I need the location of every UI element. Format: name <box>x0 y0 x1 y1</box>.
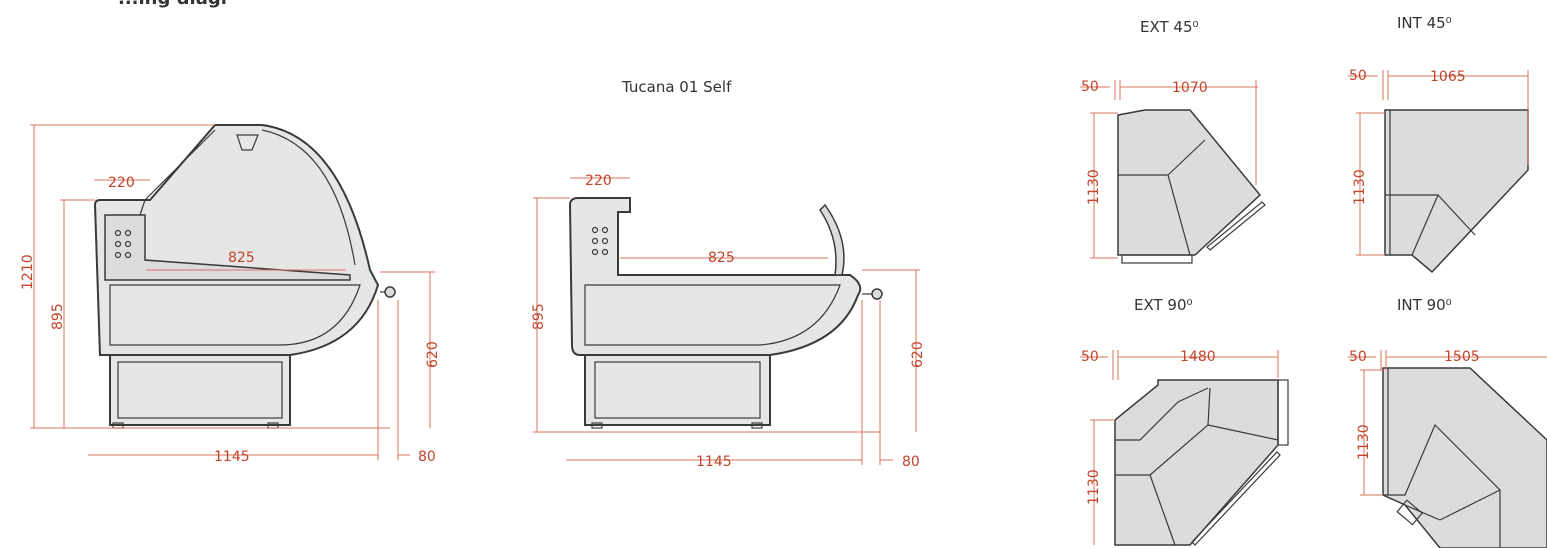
dim-ext45-width: 1070 <box>1172 80 1208 96</box>
dim-ext90-width: 1480 <box>1180 349 1216 365</box>
cabinet-self-service <box>568 197 883 429</box>
dim-left-counter: 620 <box>425 341 441 368</box>
dim-self-width: 1145 <box>696 454 732 470</box>
dim-int45-height: 1130 <box>1352 169 1368 205</box>
dim-int45-width: 1065 <box>1430 69 1466 85</box>
dim-self-shelf: 220 <box>585 173 612 189</box>
corner-ext90 <box>1080 350 1289 546</box>
cabinet-serve-over <box>93 124 396 429</box>
section-heading: ...ing diagr <box>118 0 230 9</box>
dimensions-left <box>30 124 435 460</box>
view-title-self: Tucana 01 Self <box>622 78 732 96</box>
corner-title-int45: INT 45⁰ <box>1397 14 1452 32</box>
dim-left-shelf: 220 <box>108 175 135 191</box>
dim-int90-side: 50 <box>1349 349 1367 365</box>
dim-ext90-height: 1130 <box>1086 469 1102 505</box>
corner-int90 <box>1348 350 1547 548</box>
dim-ext45-side: 50 <box>1081 79 1099 95</box>
dim-ext45-height: 1130 <box>1086 169 1102 205</box>
dim-left-total-height: 1210 <box>20 254 36 290</box>
dim-self-depth: 80 <box>902 454 920 470</box>
dim-self-inner: 825 <box>708 250 735 266</box>
dim-left-height: 895 <box>50 303 66 330</box>
dim-self-height: 895 <box>531 303 547 330</box>
corner-title-ext90: EXT 90⁰ <box>1134 296 1193 314</box>
dim-self-counter: 620 <box>910 341 926 368</box>
dimensions-self <box>533 177 920 465</box>
corner-int45 <box>1348 70 1529 274</box>
dim-int90-height: 1130 <box>1356 424 1372 460</box>
dim-int90-width: 1505 <box>1444 349 1480 365</box>
dim-left-width: 1145 <box>214 449 250 465</box>
corner-ext45 <box>1080 80 1266 264</box>
dim-left-depth: 80 <box>418 449 436 465</box>
dim-int45-side: 50 <box>1349 68 1367 84</box>
dim-ext90-side: 50 <box>1081 349 1099 365</box>
dim-left-inner: 825 <box>228 250 255 266</box>
corner-title-ext45: EXT 45⁰ <box>1140 18 1199 36</box>
corner-title-int90: INT 90⁰ <box>1397 296 1452 314</box>
